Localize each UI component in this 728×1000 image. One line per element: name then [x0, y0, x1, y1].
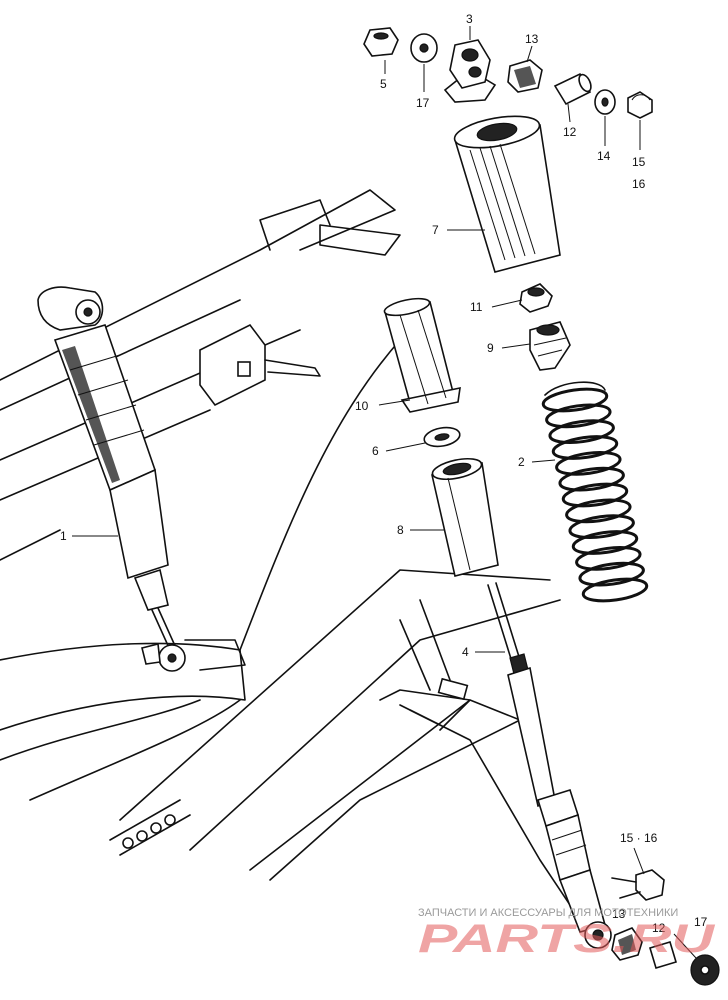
callout-1: 1	[60, 529, 67, 543]
spring-coil	[558, 466, 625, 492]
callout-14: 14	[597, 149, 611, 163]
spring-coil	[548, 419, 615, 445]
callout-5: 5	[380, 77, 387, 91]
leader-lines	[72, 26, 697, 959]
callout-10: 10	[355, 399, 369, 413]
spring-coil	[575, 545, 642, 571]
upper-cover-part-7	[453, 115, 561, 273]
spring-coil	[571, 530, 639, 555]
damper-unit-part-4	[487, 582, 720, 986]
callout-17: 17	[416, 96, 430, 110]
callout-7: 7	[432, 223, 439, 237]
callout-16: 16	[632, 177, 646, 191]
stopper-parts	[519, 283, 571, 371]
top-mount-hardware	[363, 27, 653, 119]
frame-outline	[0, 189, 591, 936]
spring-coil	[541, 387, 609, 413]
spring-coil	[578, 561, 645, 587]
callout-2: 2	[518, 455, 525, 469]
callout-11: 11	[470, 300, 483, 314]
lower-cover-part-8	[431, 457, 499, 577]
spring-coil	[565, 498, 632, 524]
callout-6: 6	[372, 444, 379, 458]
spring-coil	[555, 450, 622, 476]
spring-part-2	[541, 381, 649, 603]
inner-tube-part-10	[383, 297, 461, 413]
callout-4: 4	[462, 645, 469, 659]
callout-12-lower: 12	[652, 921, 666, 935]
callout-12: 12	[563, 125, 577, 139]
watermark: ЗАПЧАСТИ И АКСЕССУАРЫ ДЛЯ МОТОТЕХНИКИ PA…	[418, 907, 716, 961]
callout-13: 13	[525, 32, 539, 46]
callout-15-16: 15 · 16	[620, 831, 658, 845]
callout-13-lower: 13	[612, 907, 626, 921]
callout-15: 15	[632, 155, 646, 169]
spring-coil	[551, 435, 619, 460]
callout-8: 8	[397, 523, 404, 537]
watermark-logo: PARTS.RU	[418, 917, 716, 961]
spring-coil	[581, 577, 649, 603]
shock-absorber-assembly	[37, 286, 246, 672]
spring-coil	[568, 514, 635, 540]
spring-coil	[545, 403, 612, 429]
callout-17-lower: 17	[694, 915, 708, 929]
callout-3: 3	[466, 12, 473, 26]
callout-labels: 5 17 3 13 12 14 15 16 7 11 9 10 6 2 8 1 …	[60, 12, 708, 935]
callout-9: 9	[487, 341, 494, 355]
watermark-caption: ЗАПЧАСТИ И АКСЕССУАРЫ ДЛЯ МОТОТЕХНИКИ	[418, 907, 678, 919]
spring-coil	[561, 482, 629, 508]
washer-part-6	[423, 426, 461, 448]
